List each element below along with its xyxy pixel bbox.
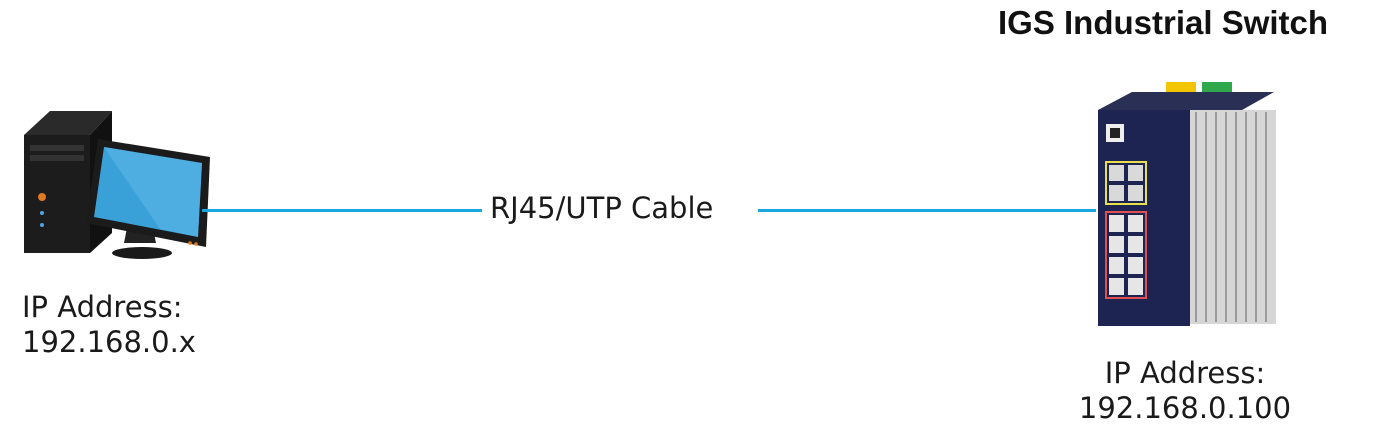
computer-icon <box>24 111 210 259</box>
cable-label: RJ45/UTP Cable <box>490 191 714 225</box>
cable-line-left <box>202 209 482 212</box>
pc-ip-value: 192.168.0.x <box>22 325 196 359</box>
switch-ip-value: 192.168.0.100 <box>1078 391 1292 425</box>
industrial-switch-icon <box>1098 82 1276 326</box>
switch-ip-label: IP Address: <box>1104 356 1266 390</box>
cable-line-right <box>758 209 1096 212</box>
switch-ip-block: IP Address: 192.168.0.100 <box>1070 356 1300 426</box>
pc-ip-block: IP Address: 192.168.0.x <box>22 290 196 360</box>
pc-ip-label: IP Address: <box>22 290 183 324</box>
switch-title: IGS Industrial Switch <box>998 4 1329 41</box>
